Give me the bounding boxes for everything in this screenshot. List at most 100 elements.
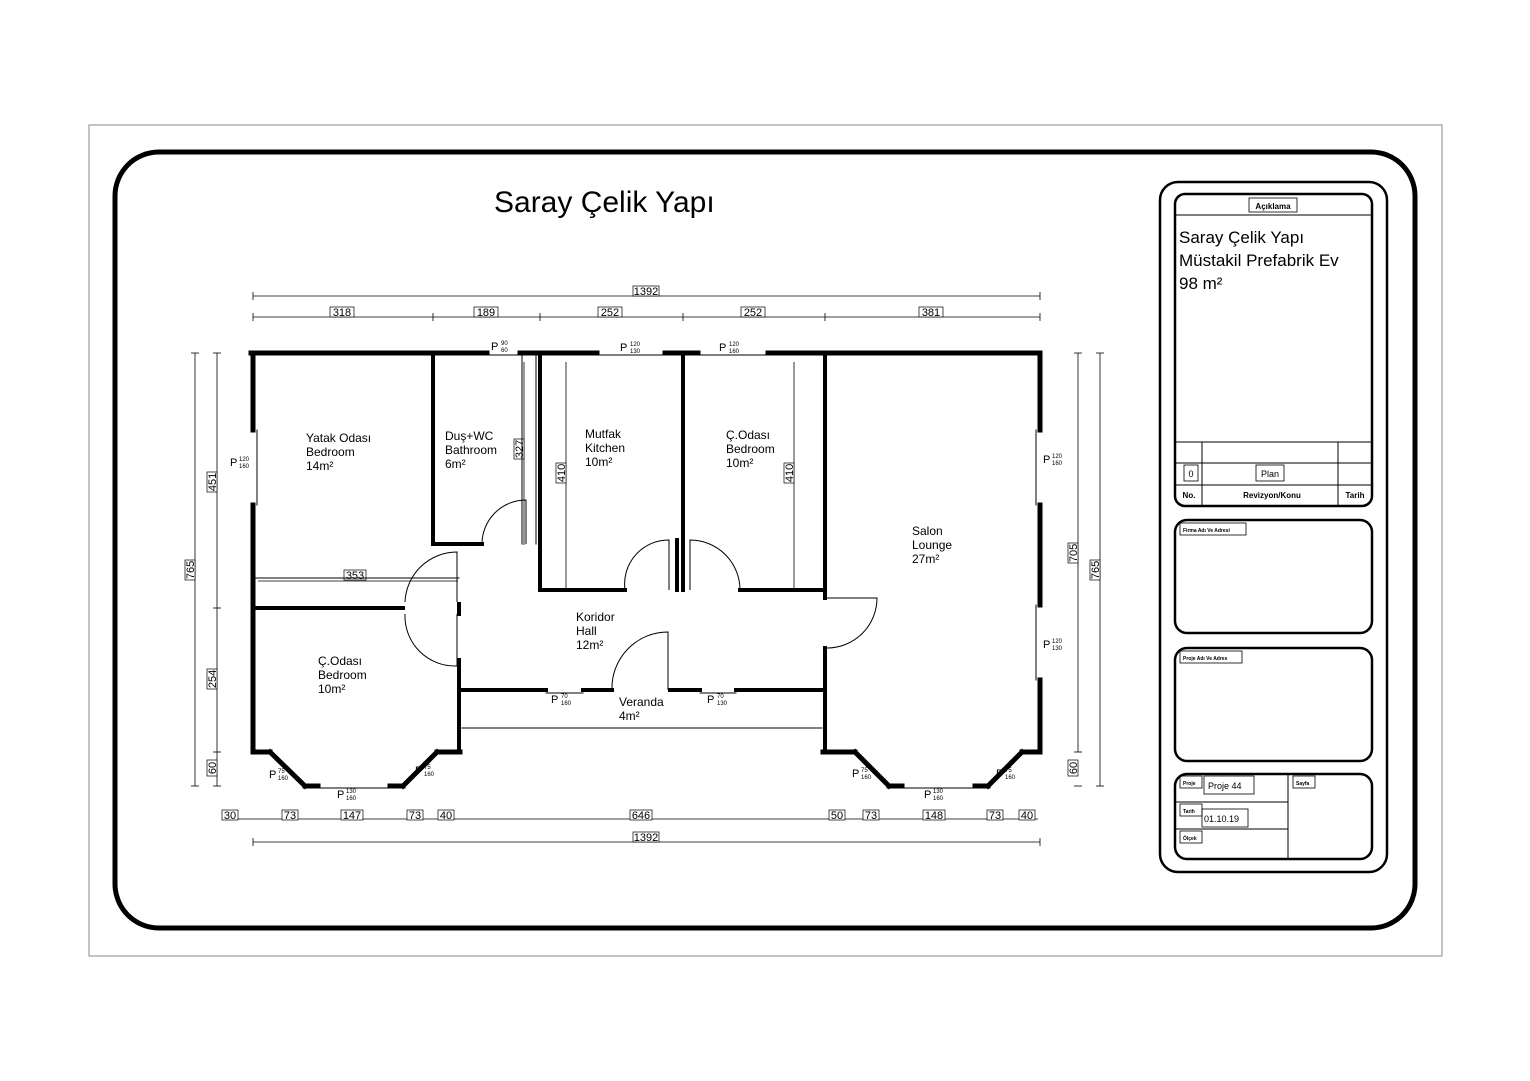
revision-number: 0	[1188, 469, 1193, 479]
door-salon	[826, 597, 878, 649]
dim-bottom-5: 40	[440, 810, 452, 822]
svg-text:P: P	[852, 768, 859, 780]
col-subject-label: Revizyon/Konu	[1243, 491, 1301, 500]
room-kitchen-en: Kitchen	[585, 441, 625, 455]
outer-frame	[88, 124, 1443, 957]
room-bedroom-top-en: Bedroom	[726, 442, 775, 456]
svg-text:130: 130	[717, 701, 728, 707]
svg-text:160: 160	[346, 796, 357, 802]
dim-bottom-9: 148	[925, 810, 943, 822]
svg-text:130: 130	[346, 789, 357, 795]
svg-text:160: 160	[278, 776, 289, 782]
svg-text:P: P	[415, 765, 422, 777]
dim-bottom-4: 73	[409, 810, 421, 822]
walls	[248, 350, 1043, 790]
svg-text:P: P	[620, 342, 627, 354]
svg-text:160: 160	[1052, 461, 1063, 467]
room-veranda-area: 4m²	[619, 709, 640, 723]
doors	[404, 499, 878, 691]
dim-top-5: 381	[922, 307, 940, 319]
svg-text:120: 120	[630, 342, 641, 348]
room-bedroom-main-en: Bedroom	[306, 445, 355, 459]
proje-label: Proje	[1183, 781, 1196, 787]
room-bathroom-area: 6m²	[445, 457, 466, 471]
door-bedroom-left-bottom	[404, 613, 458, 667]
room-kitchen-name: Mutfak	[585, 427, 622, 441]
window-tag-bay-left-center: P 130 160	[337, 789, 357, 802]
door-veranda	[611, 631, 669, 691]
svg-text:160: 160	[239, 464, 250, 470]
door-bedroom-left-top	[404, 551, 458, 603]
sayfa-label: Sayfa	[1296, 781, 1310, 787]
room-labels: Yatak Odası Bedroom 14m² Duş+WC Bathroom…	[306, 427, 952, 723]
room-bathroom-en: Bathroom	[445, 443, 497, 457]
window-tag-veranda-right: P 70 130	[707, 694, 728, 707]
window-tag-salon-upper: P 120 160	[1043, 454, 1063, 467]
dim-top-3: 252	[601, 307, 619, 319]
proje-value: Proje 44	[1208, 781, 1242, 791]
room-bedroom-top-area: 10m²	[726, 456, 753, 470]
title-block	[1158, 180, 1389, 874]
svg-text:75: 75	[278, 769, 285, 775]
dim-bottom-2: 73	[284, 810, 296, 822]
dim-bedroom-height: 410	[784, 464, 796, 482]
svg-text:160: 160	[424, 772, 435, 778]
room-hall-area: 12m²	[576, 638, 603, 652]
proje-adi-label: Proje Adı Ve Adres	[1183, 656, 1228, 662]
window-tag-bay-right-center: P 130 160	[924, 789, 944, 802]
svg-text:70: 70	[561, 694, 568, 700]
room-bedroom-top-name: Ç.Odası	[726, 428, 770, 442]
dim-right-2: 60	[1068, 762, 1080, 774]
svg-text:70: 70	[717, 694, 724, 700]
room-hall-en: Hall	[576, 624, 597, 638]
door-bedroom-top	[689, 539, 741, 591]
window-tag-bedroom-top: P 120 160	[719, 342, 740, 355]
svg-text:P: P	[551, 694, 558, 706]
dim-bottom-8: 73	[865, 810, 877, 822]
firma-label: Firma Adı Ve Adresi	[1183, 528, 1230, 534]
door-bathroom	[481, 499, 527, 545]
window-tag-salon-lower: P 120 130	[1043, 639, 1063, 652]
drawing-title: Saray Çelik Yapı	[494, 186, 715, 219]
window-tag-bay-right-1: P 75 160	[852, 768, 872, 781]
svg-text:160: 160	[561, 701, 572, 707]
room-hall-name: Koridor	[576, 610, 615, 624]
svg-text:130: 130	[1052, 646, 1063, 652]
svg-text:P: P	[707, 694, 714, 706]
svg-text:75: 75	[861, 768, 868, 774]
dim-right-total: 765	[1090, 561, 1102, 579]
description-line-1: Saray Çelik Yapı	[1179, 228, 1304, 247]
svg-text:P: P	[269, 769, 276, 781]
room-bathroom-name: Duş+WC	[445, 429, 494, 443]
svg-text:160: 160	[933, 796, 944, 802]
dim-top-1: 318	[333, 307, 351, 319]
dim-top-4: 252	[744, 307, 762, 319]
window-tag-bath: P 90 60	[491, 341, 508, 354]
svg-text:P: P	[337, 789, 344, 801]
dimension-lines	[191, 292, 1104, 846]
room-salon-name: Salon	[912, 524, 943, 538]
dim-left-2: 254	[207, 670, 219, 688]
room-bedroom-bottom-area: 10m²	[318, 682, 345, 696]
svg-text:160: 160	[729, 349, 740, 355]
window-tag-kitchen: P 120 130	[620, 342, 641, 355]
dim-left-1: 451	[207, 473, 219, 491]
revision-subject: Plan	[1261, 469, 1279, 479]
window-tag-bay-right-2: P 75 160	[996, 768, 1016, 781]
aciklama-label: Açıklama	[1255, 202, 1291, 211]
svg-text:90: 90	[501, 341, 508, 347]
tarih-label: Tarih	[1183, 809, 1195, 815]
room-veranda-name: Veranda	[619, 695, 664, 709]
svg-text:P: P	[491, 341, 498, 353]
description-line-3: 98 m²	[1179, 274, 1223, 293]
window-tag-bay-left-2: P 75 160	[415, 765, 435, 778]
dim-left-total: 765	[185, 561, 197, 579]
dim-top-2: 189	[477, 307, 495, 319]
room-kitchen-area: 10m²	[585, 455, 612, 469]
svg-text:75: 75	[424, 765, 431, 771]
window-tag-bay-left-1: P 75 160	[269, 769, 289, 782]
dim-bottom-3: 147	[343, 810, 361, 822]
svg-text:P: P	[996, 768, 1003, 780]
col-date-label: Tarih	[1346, 491, 1365, 500]
